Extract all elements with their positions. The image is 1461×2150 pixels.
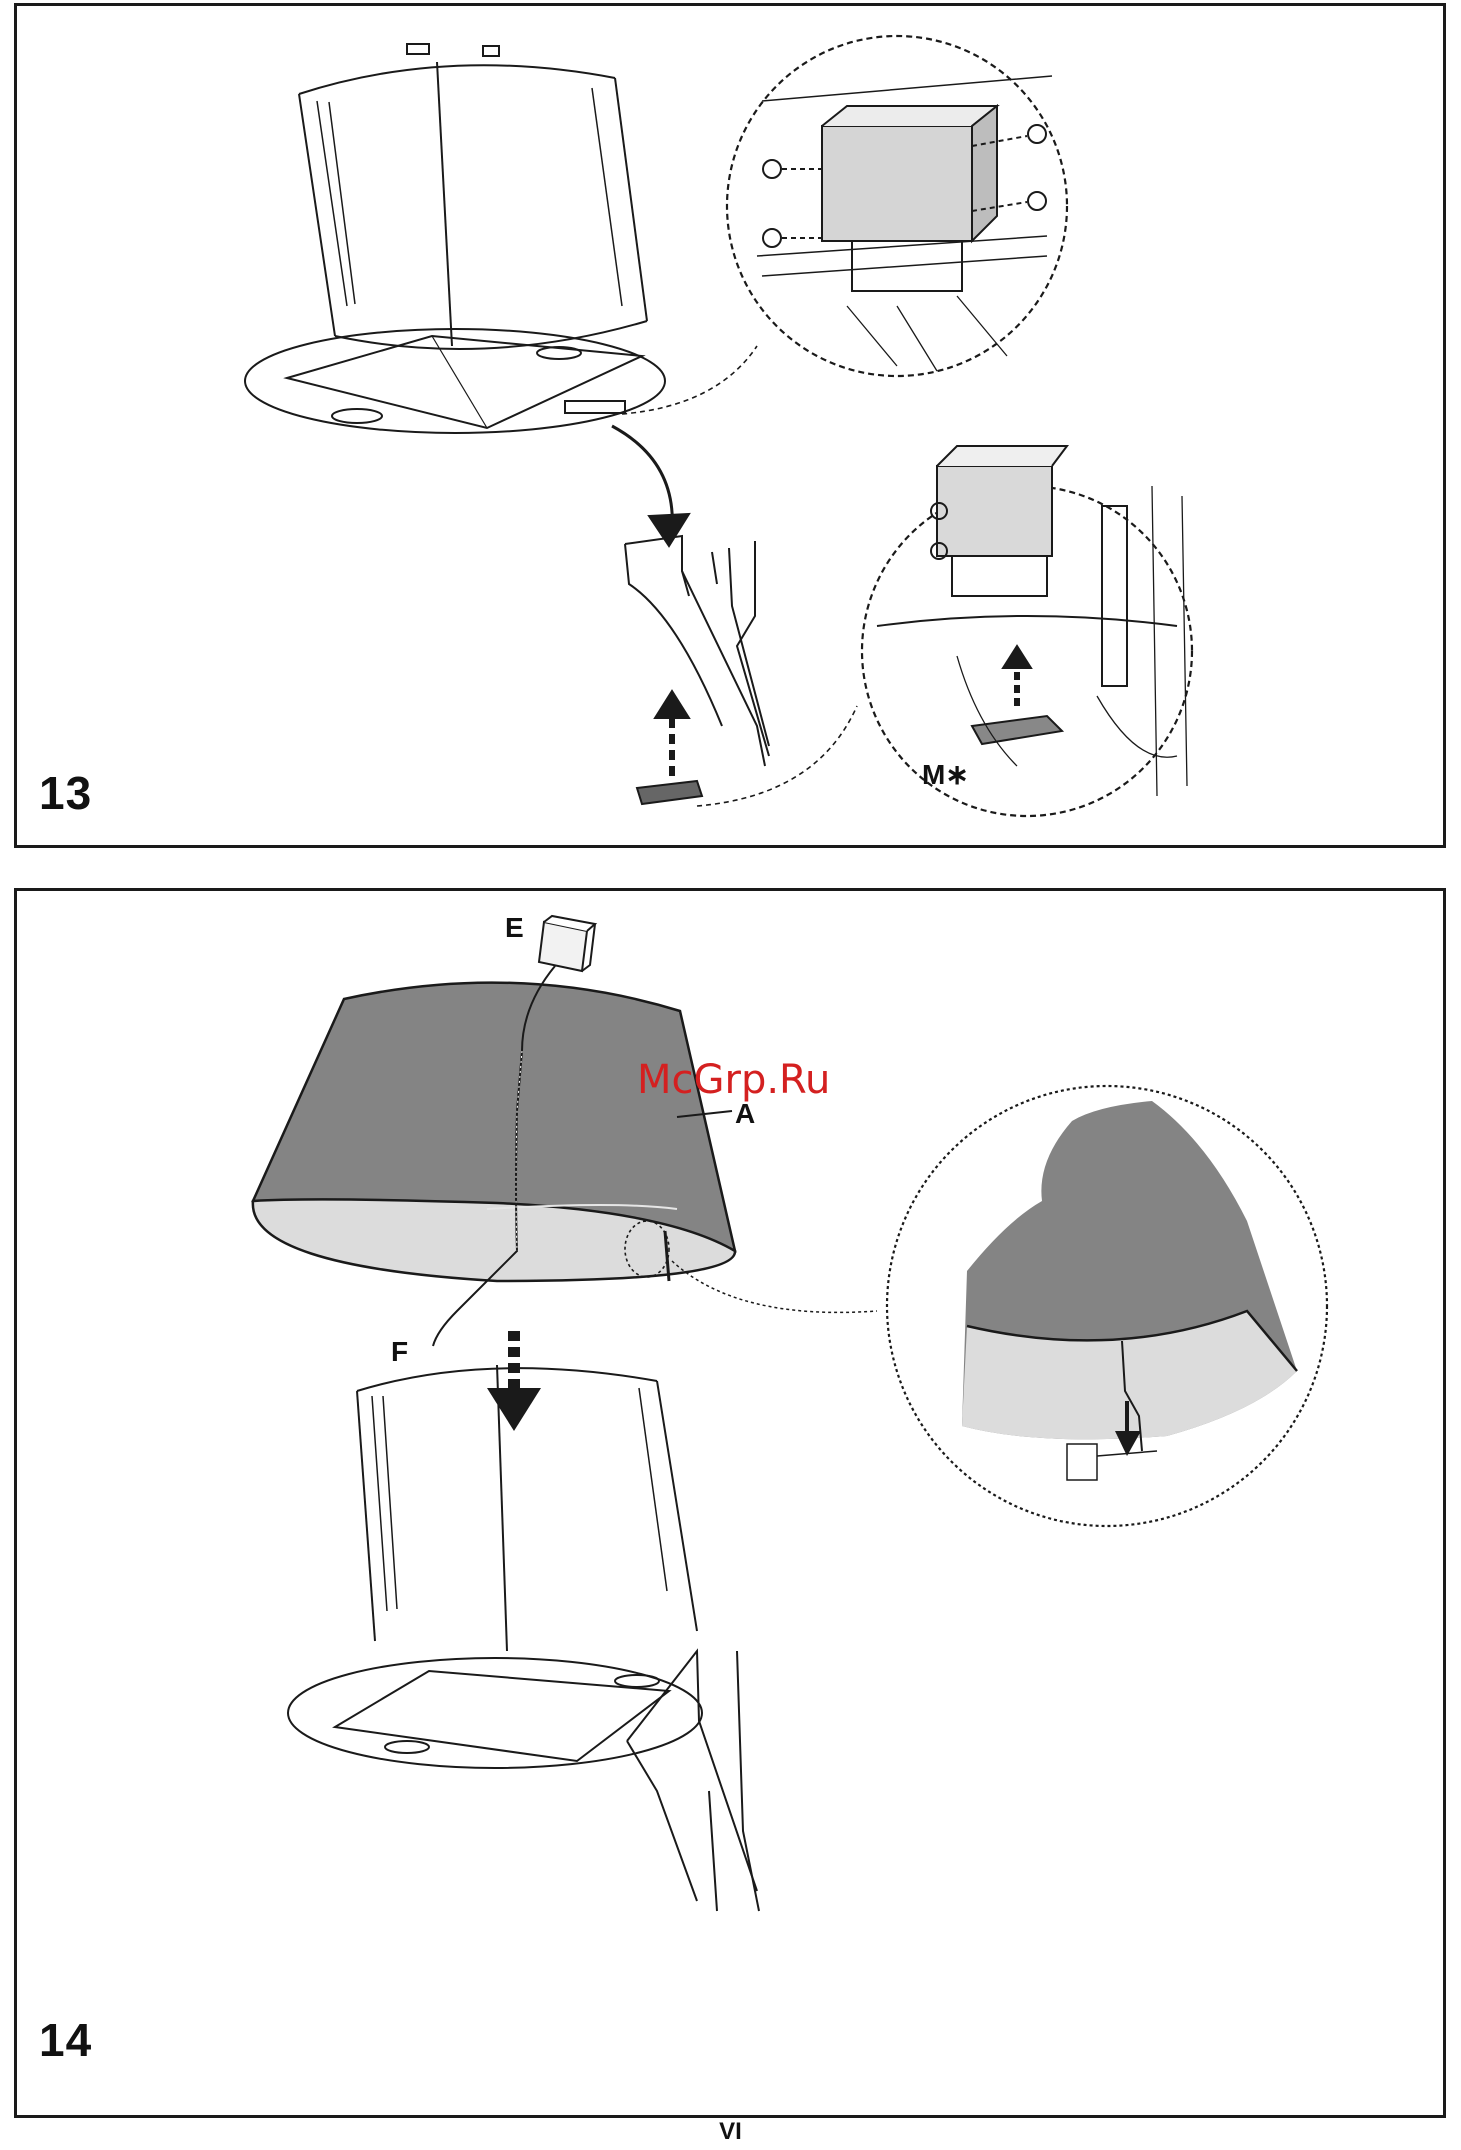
hood-base-disc [245,329,665,433]
part-m-small [637,781,702,804]
step-14-illustration: E A F McGrp.Ru [17,891,1443,2115]
hood-body-outline [288,1365,759,1911]
step-13-illustration: M∗ [17,6,1443,845]
label-f: F [391,1336,408,1367]
page-number: VI [0,2118,1461,2146]
insert-arrow-head [655,691,689,718]
detail-circle-lower [862,446,1192,816]
label-e: E [505,912,524,943]
chimney-cover-a [253,983,735,1281]
step-number: 13 [39,766,92,820]
label-m: M∗ [922,759,969,790]
connector-e [539,916,595,971]
step-number: 14 [39,2013,92,2067]
watermark: McGrp.Ru [637,1057,830,1103]
mounting-bracket [625,536,769,766]
step-13-panel: M∗ 13 [14,3,1446,848]
detail-circle-upper [727,36,1067,376]
step-14-panel: E A F McGrp.Ru 14 [14,888,1446,2118]
detail-circle-content [962,1101,1297,1480]
lower-arrow-head [487,1388,541,1431]
hood-body-outline [299,44,647,349]
